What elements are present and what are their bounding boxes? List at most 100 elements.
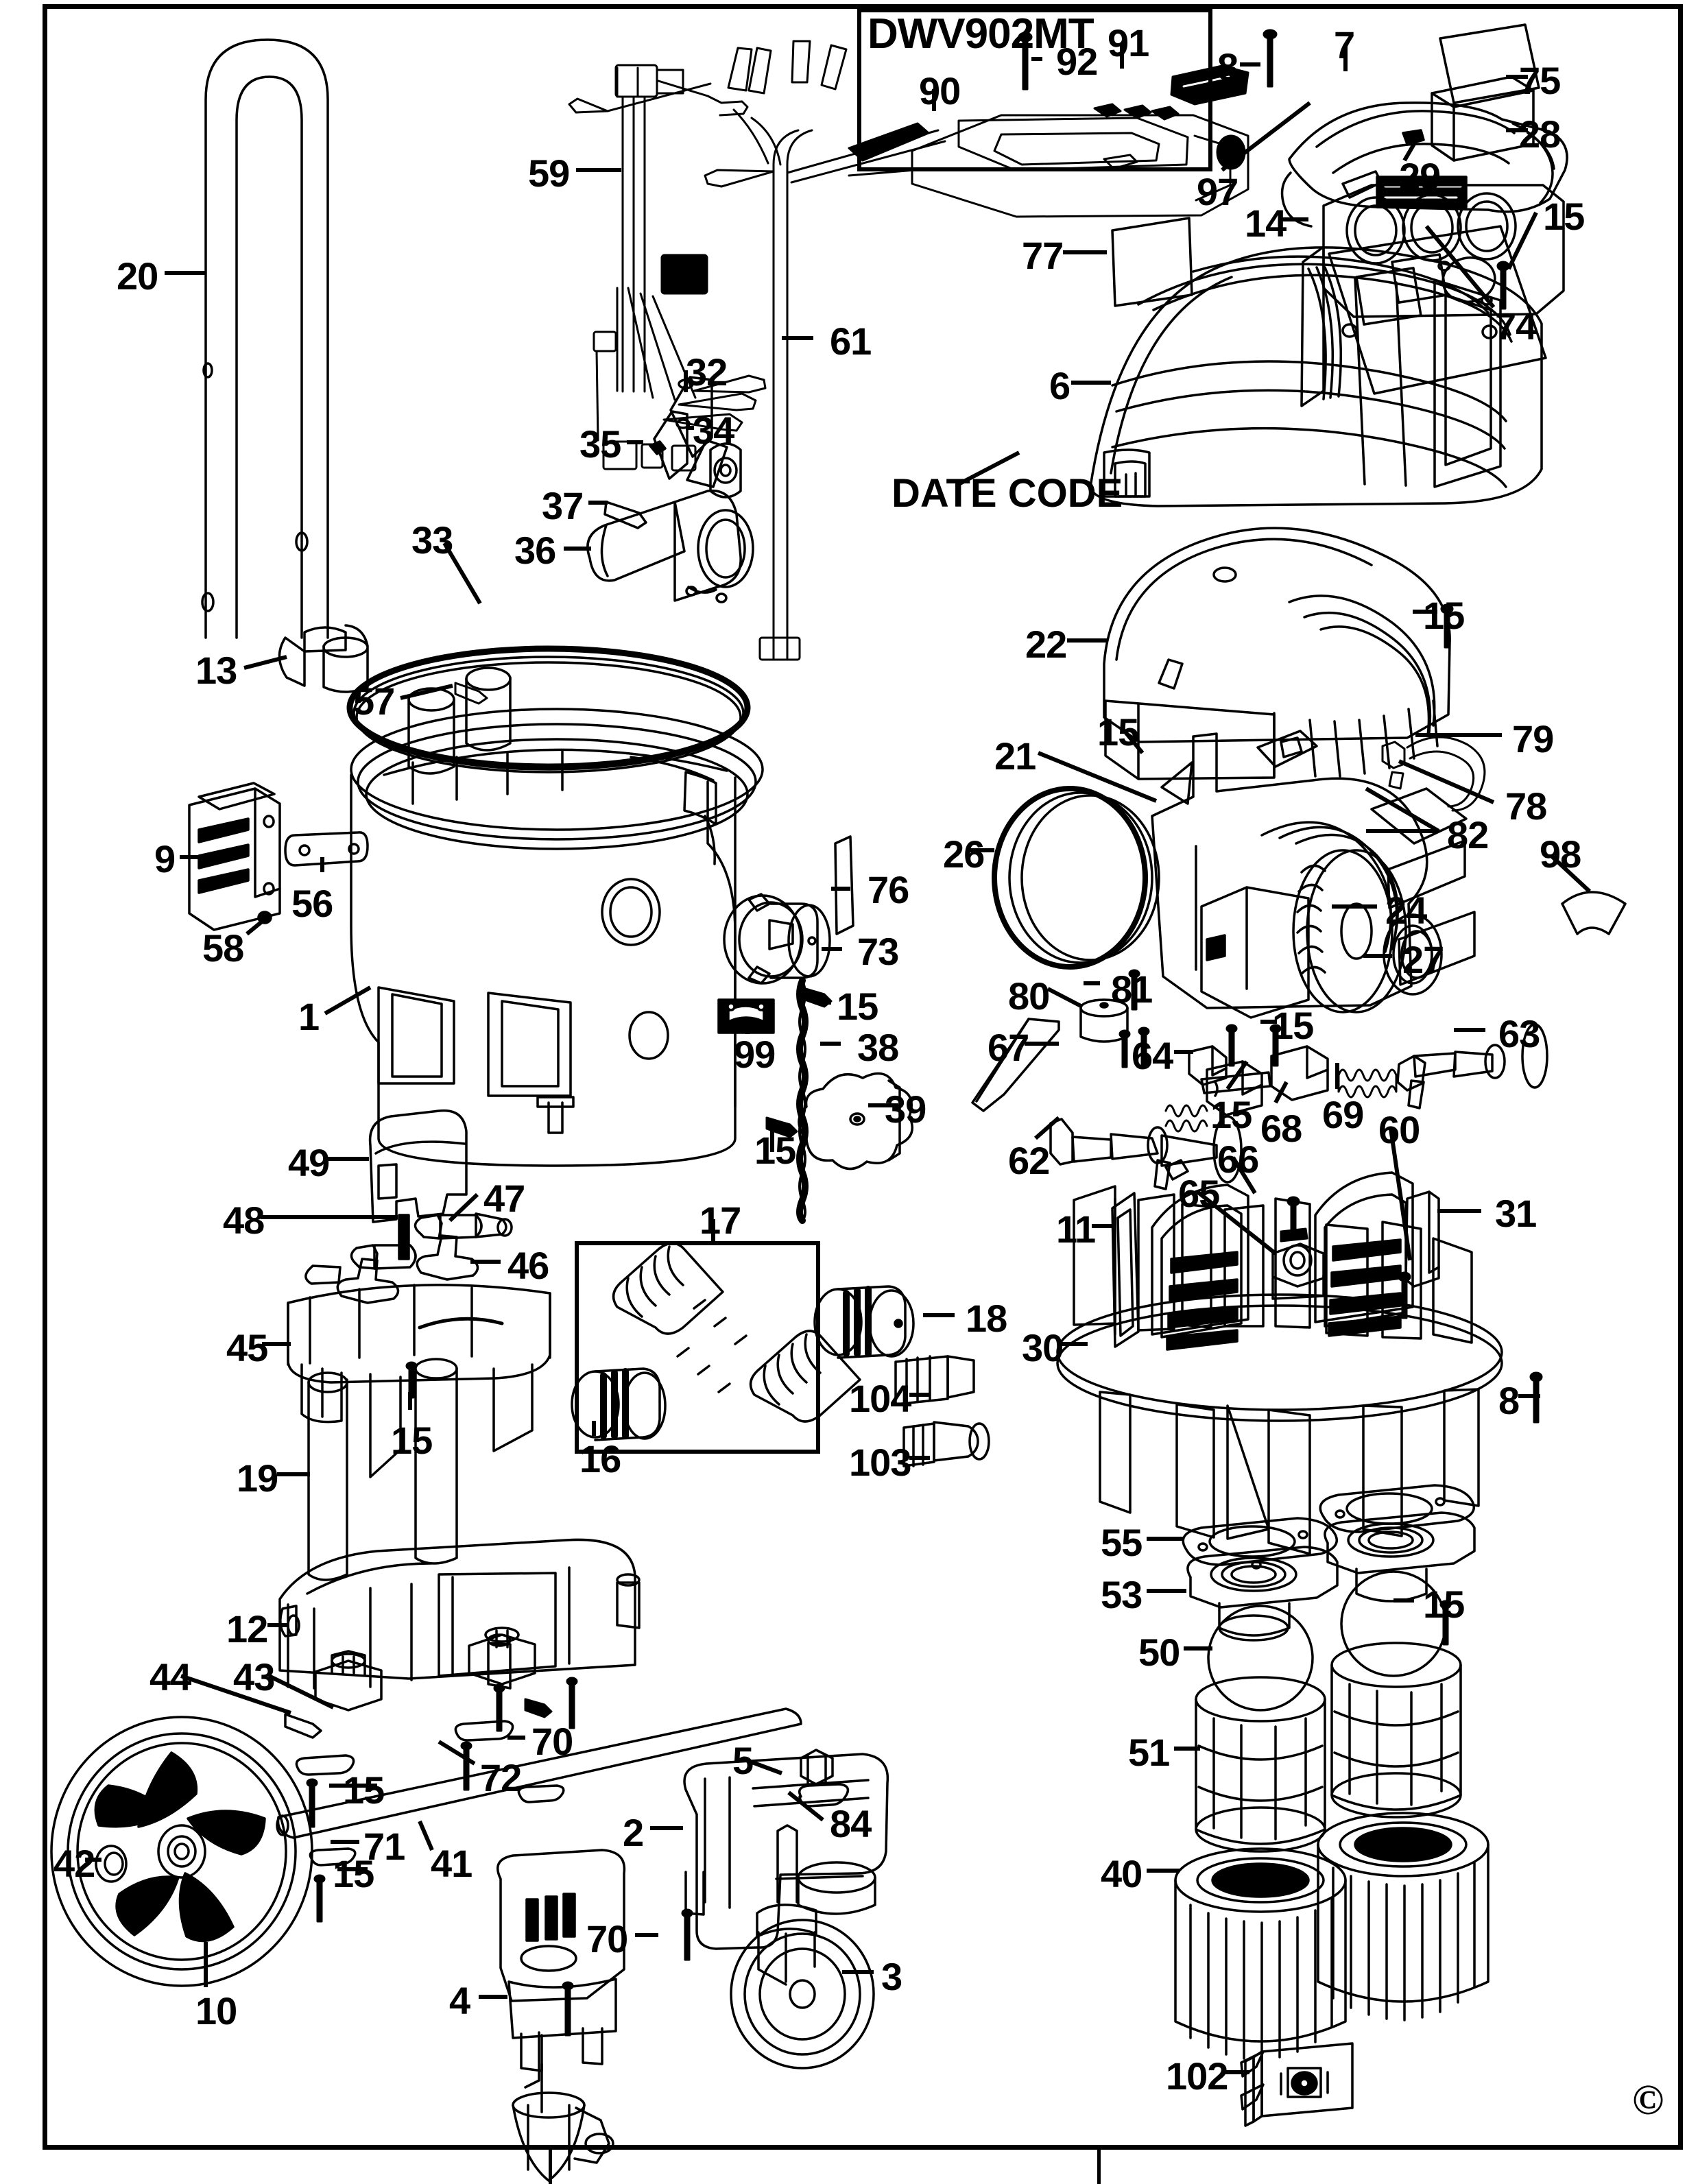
part-callout-8: 8: [1217, 45, 1239, 88]
part-callout-82: 82: [1447, 813, 1489, 856]
part-callout-24: 24: [1385, 889, 1427, 932]
part-callout-53: 53: [1101, 1573, 1142, 1616]
part-callout-15: 15: [1543, 195, 1585, 238]
part-callout-90: 90: [919, 69, 961, 112]
part-callout-37: 37: [542, 484, 584, 527]
part-callout-34: 34: [693, 409, 734, 452]
part-callout-13: 13: [195, 649, 237, 692]
part-callout-41: 41: [431, 1842, 472, 1885]
part-callout-48: 48: [223, 1199, 265, 1242]
part-callout-84: 84: [830, 1802, 872, 1845]
part-callout-18: 18: [966, 1297, 1007, 1340]
frame-bottom-border: [43, 2145, 1683, 2150]
part-callout-15: 15: [391, 1419, 433, 1462]
part-callout-55: 55: [1101, 1521, 1142, 1564]
part-callout-9: 9: [154, 837, 176, 880]
part-callout-46: 46: [507, 1244, 549, 1287]
part-callout-76: 76: [868, 868, 909, 911]
date-code-label: DATE CODE: [892, 471, 1123, 516]
part-callout-50: 50: [1138, 1631, 1180, 1674]
part-callout-12: 12: [226, 1607, 268, 1651]
part-callout-30: 30: [1022, 1326, 1064, 1369]
part-callout-33: 33: [411, 518, 453, 562]
part-callout-79: 79: [1512, 717, 1554, 760]
part-callout-99: 99: [734, 1033, 776, 1076]
part-callout-91: 91: [1108, 21, 1149, 64]
part-callout-19: 19: [237, 1456, 278, 1500]
part-callout-97: 97: [1197, 170, 1239, 213]
part-callout-81: 81: [1111, 968, 1153, 1011]
part-callout-61: 61: [830, 320, 872, 363]
part-callout-36: 36: [514, 529, 556, 572]
part-callout-69: 69: [1322, 1093, 1364, 1136]
inset-box-hose: [575, 1241, 820, 1454]
part-callout-80: 80: [1008, 974, 1050, 1018]
part-callout-22: 22: [1025, 623, 1067, 666]
part-callout-2: 2: [623, 1811, 644, 1854]
part-callout-43: 43: [233, 1655, 275, 1699]
part-callout-31: 31: [1495, 1192, 1537, 1235]
part-callout-26: 26: [943, 832, 985, 876]
part-callout-15: 15: [343, 1768, 385, 1812]
frame-top-border: [43, 4, 1683, 9]
frame-left-border: [43, 4, 47, 2150]
part-callout-21: 21: [994, 734, 1036, 778]
frame-tick-right: [1097, 2150, 1101, 2184]
part-callout-67: 67: [988, 1026, 1029, 1069]
part-callout-15: 15: [837, 985, 878, 1028]
part-callout-8: 8: [1498, 1379, 1520, 1422]
part-callout-70: 70: [586, 1917, 628, 1960]
part-callout-74: 74: [1495, 304, 1537, 348]
part-callout-92: 92: [1056, 40, 1098, 83]
part-callout-40: 40: [1101, 1852, 1142, 1895]
part-callout-15: 15: [333, 1852, 374, 1895]
part-callout-15: 15: [1423, 594, 1465, 637]
part-callout-6: 6: [1049, 364, 1070, 407]
part-callout-68: 68: [1260, 1107, 1302, 1150]
part-callout-45: 45: [226, 1326, 268, 1369]
part-callout-73: 73: [857, 930, 899, 973]
part-callout-71: 71: [363, 1825, 405, 1868]
part-callout-64: 64: [1132, 1034, 1173, 1077]
part-callout-104: 104: [849, 1377, 911, 1420]
part-callout-20: 20: [117, 254, 158, 298]
part-callout-28: 28: [1519, 112, 1561, 156]
part-callout-63: 63: [1498, 1012, 1540, 1055]
part-callout-49: 49: [288, 1141, 330, 1184]
part-callout-3: 3: [881, 1955, 902, 1998]
part-callout-42: 42: [53, 1842, 95, 1885]
part-callout-60: 60: [1378, 1108, 1420, 1151]
inset-title-dwv902mt: DWV902MT: [868, 10, 1094, 58]
part-callout-44: 44: [149, 1655, 191, 1699]
part-callout-75: 75: [1519, 59, 1561, 102]
part-callout-103: 103: [849, 1441, 911, 1484]
part-callout-32: 32: [686, 350, 728, 394]
part-callout-11: 11: [1056, 1208, 1096, 1251]
part-callout-5: 5: [732, 1739, 754, 1782]
part-callout-66: 66: [1217, 1138, 1259, 1181]
part-callout-72: 72: [480, 1756, 522, 1799]
part-callout-59: 59: [528, 152, 570, 195]
frame-right-border: [1678, 4, 1683, 2150]
part-callout-78: 78: [1505, 784, 1547, 828]
part-callout-65: 65: [1178, 1172, 1220, 1215]
copyright-symbol: ©: [1632, 2077, 1664, 2124]
part-callout-102: 102: [1166, 2054, 1228, 2098]
part-callout-7: 7: [1334, 23, 1355, 67]
part-callout-10: 10: [195, 1989, 237, 2032]
part-callout-15: 15: [754, 1129, 796, 1172]
part-callout-62: 62: [1008, 1139, 1050, 1182]
inset-box-dwv902mt: [857, 8, 1212, 171]
part-callout-58: 58: [202, 926, 244, 970]
part-callout-1: 1: [298, 995, 320, 1038]
part-callout-98: 98: [1540, 832, 1581, 876]
part-callout-47: 47: [483, 1177, 525, 1220]
part-callout-16: 16: [579, 1437, 621, 1480]
part-callout-29: 29: [1399, 155, 1441, 198]
part-callout-70: 70: [531, 1720, 573, 1763]
part-callout-17: 17: [699, 1199, 741, 1242]
part-callout-14: 14: [1245, 202, 1287, 245]
part-callout-15: 15: [1272, 1004, 1314, 1047]
part-callout-39: 39: [885, 1088, 926, 1131]
